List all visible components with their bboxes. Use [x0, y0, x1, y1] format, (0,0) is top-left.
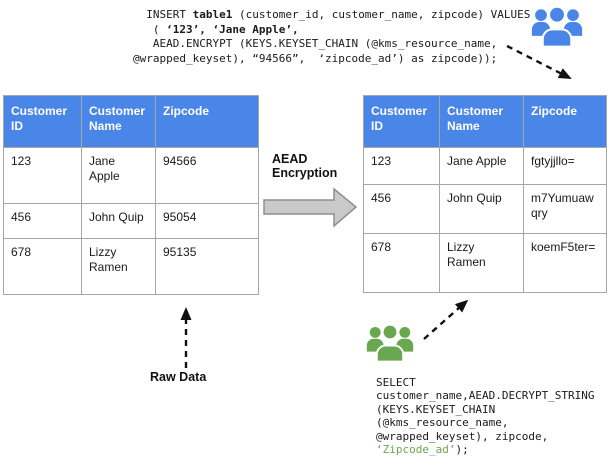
table-cell: Lizzy Ramen — [82, 239, 156, 295]
code-line: ‘Zipcode_ad’); — [376, 443, 595, 456]
table-header-cell: Customer Name — [440, 96, 524, 148]
raw-data-label: Raw Data — [150, 370, 207, 384]
code-line: SELECT — [376, 376, 595, 389]
table-header-cell: Zipcode — [524, 96, 607, 148]
table-cell: 123 — [4, 148, 82, 204]
users-group-icon — [366, 323, 414, 363]
table-header-cell: Customer ID — [364, 96, 440, 148]
code-segment: AEAD.ENCRYPT (KEYS.KEYSET_CHAIN (@kms_re… — [133, 37, 498, 50]
encryption-block-arrow — [263, 187, 358, 228]
table-cell: 456 — [4, 204, 82, 239]
insert-sql-code: INSERT table1 (customer_id, customer_nam… — [133, 8, 530, 66]
table-cell: Jane Apple — [82, 148, 156, 204]
code-segment: (@kms_resource_name, — [376, 416, 509, 430]
users-group-icon — [531, 5, 583, 48]
table-cell: Jane Apple — [440, 148, 524, 185]
code-segment: customer_name,AEAD.DECRYPT_STRING — [376, 389, 595, 403]
code-line: ( ‘123’, ‘Jane Apple’, — [133, 23, 530, 38]
select-flow-dashed-arrow — [423, 299, 469, 340]
table-cell: 678 — [364, 234, 440, 293]
code-segment: SELECT — [376, 376, 416, 389]
table-cell: 94566 — [156, 148, 259, 204]
table-cell: 95054 — [156, 204, 259, 239]
table-cell: 456 — [364, 185, 440, 234]
code-segment: ( — [133, 22, 167, 36]
code-line: INSERT table1 (customer_id, customer_nam… — [133, 8, 530, 23]
code-line: @wrapped_keyset), “94566”, ‘zipcode_ad’)… — [133, 52, 530, 67]
aead-encryption-label-line2: Encryption — [272, 165, 338, 180]
table-cell: John Quip — [82, 204, 156, 239]
code-line: AEAD.ENCRYPT (KEYS.KEYSET_CHAIN (@kms_re… — [133, 37, 530, 52]
code-segment: ‘Zipcode_ad’ — [376, 443, 456, 457]
table-cell: koemF5ter= — [524, 234, 607, 293]
table-header-cell: Zipcode — [156, 96, 259, 148]
table-cell: 123 — [364, 148, 440, 185]
code-segment: ‘123’, ‘Jane Apple’, — [166, 22, 299, 36]
code-line: customer_name,AEAD.DECRYPT_STRING — [376, 389, 595, 402]
code-segment: (KEYS.KEYSET_CHAIN — [376, 402, 496, 416]
table-cell: John Quip — [440, 185, 524, 234]
table-cell: fgtyjjllo= — [524, 148, 607, 185]
code-line: @wrapped_keyset), zipcode, — [376, 430, 595, 443]
table-header-cell: Customer ID — [4, 96, 82, 148]
table-cell: 678 — [4, 239, 82, 295]
code-segment: ); — [455, 443, 469, 457]
table-cell: 95135 — [156, 239, 259, 295]
code-segment: INSERT — [133, 8, 193, 21]
code-segment: @wrapped_keyset), “94566”, ‘zipcode_ad’)… — [133, 51, 498, 65]
aead-encryption-label-line1: AEAD — [272, 152, 308, 166]
code-line: (KEYS.KEYSET_CHAIN — [376, 403, 595, 416]
table-header-cell: Customer Name — [82, 96, 156, 148]
table-cell: m7Yumuaw qry — [524, 185, 607, 234]
code-line: (@kms_resource_name, — [376, 416, 595, 429]
code-segment: @wrapped_keyset), zipcode, — [376, 429, 549, 443]
code-segment: (customer_id, customer_name, zipcode) VA… — [232, 8, 531, 21]
aead-encryption-label: AEAD Encryption — [272, 152, 338, 180]
table-cell: Lizzy Ramen — [440, 234, 524, 293]
code-segment: table1 — [192, 8, 233, 21]
